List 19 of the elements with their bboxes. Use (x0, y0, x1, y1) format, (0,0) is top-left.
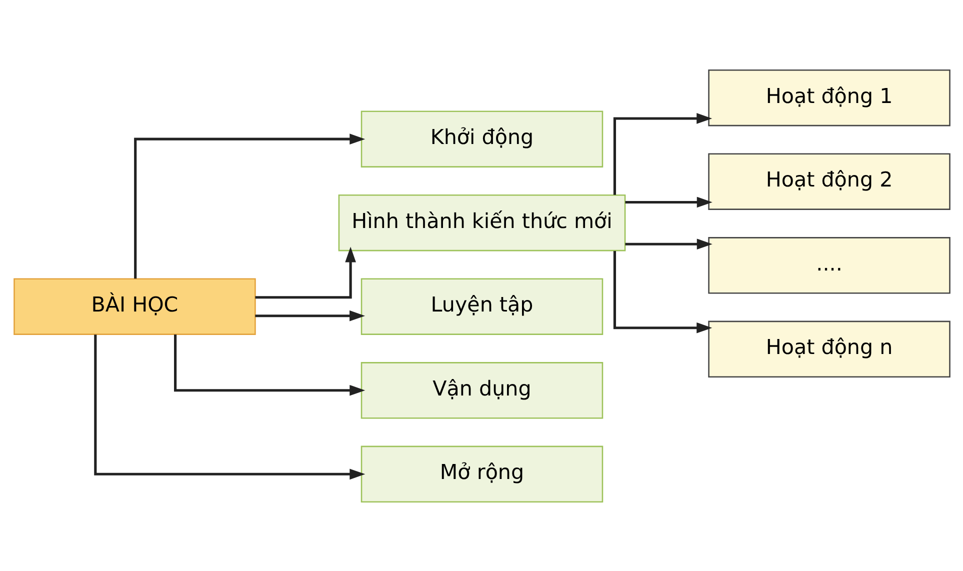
node-box: Hình thành kiến thức mới (338, 194, 626, 251)
node-box: Hoạt động 2 (708, 152, 950, 210)
node-box: Khởi động (360, 110, 603, 167)
arrow (94, 334, 365, 480)
node-box: Luyện tập (360, 278, 603, 334)
node-box: Mở rộng (360, 445, 603, 502)
arrow (174, 334, 365, 396)
arrow (612, 112, 712, 194)
node-box: Hoạt động n (708, 320, 950, 377)
node-box: .... (708, 236, 950, 294)
arrow (134, 133, 365, 278)
arrow (624, 238, 712, 250)
node-box: Hoạt động 1 (708, 69, 950, 126)
node-box: Vận dụng (360, 362, 603, 418)
arrow (612, 250, 712, 333)
arrow (254, 310, 365, 321)
arrow (624, 196, 712, 208)
arrow (254, 246, 356, 298)
node-box: BÀI HỌC (13, 278, 256, 334)
